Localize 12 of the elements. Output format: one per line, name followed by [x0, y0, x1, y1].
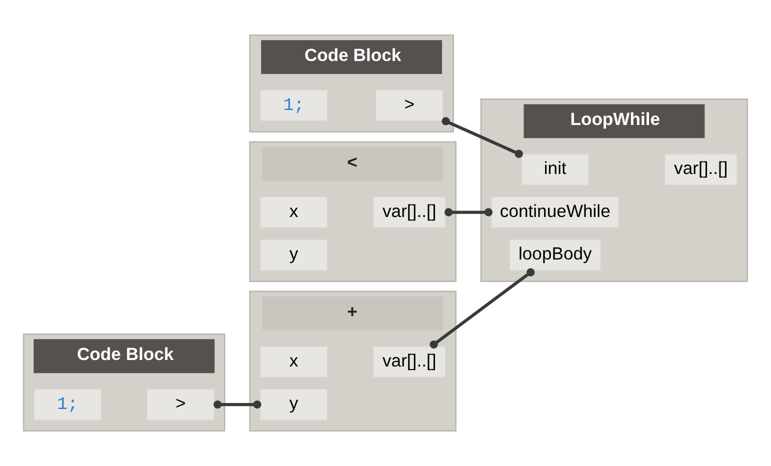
node-box: y — [259, 388, 328, 421]
node-box: var[]..[] — [372, 345, 446, 378]
connector — [214, 400, 262, 409]
node-box: var[]..[] — [372, 196, 446, 229]
node-box: init — [520, 153, 590, 186]
node-box: > — [374, 89, 444, 122]
node-box: continueWhile — [490, 196, 620, 229]
node-box: loopBody — [508, 238, 602, 272]
node-box: > — [146, 388, 216, 421]
connector — [444, 208, 493, 216]
connector — [430, 268, 535, 349]
connector — [442, 117, 523, 158]
